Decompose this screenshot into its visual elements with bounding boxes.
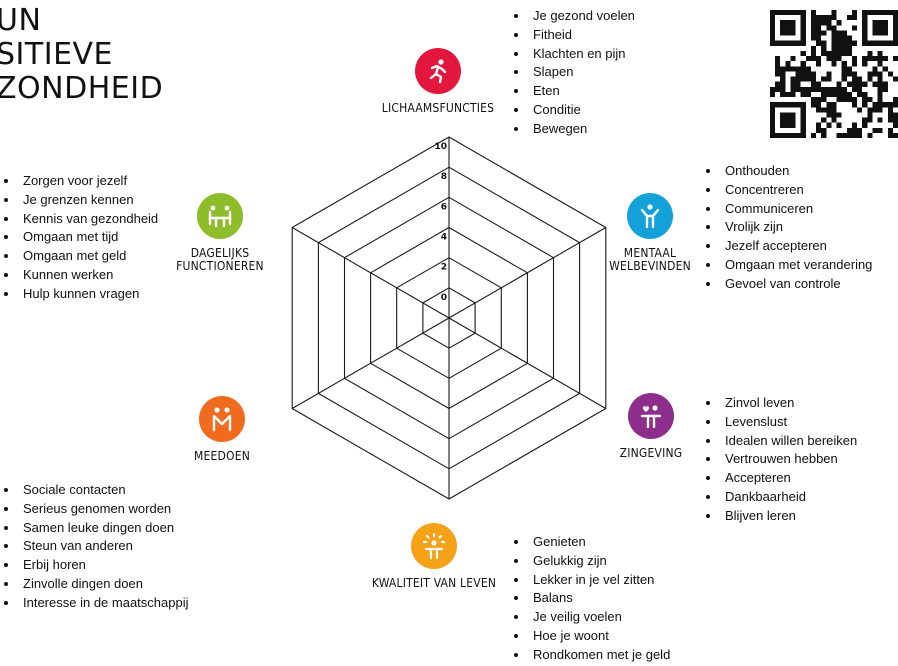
list-item: Onthouden	[702, 162, 872, 181]
list-item: Gelukkig zijn	[510, 552, 670, 571]
list-item: Slapen	[510, 63, 635, 82]
list-item: Genieten	[510, 533, 670, 552]
list-item: Fitheid	[510, 26, 635, 45]
title-line: ZONDHEID	[0, 71, 164, 106]
category-label: DAGELIJKS FUNCTIONEREN	[176, 246, 264, 273]
list-item: Gevoel van controle	[702, 275, 872, 294]
two-people-icon	[199, 396, 245, 442]
list-item: Je grenzen kennen	[0, 191, 158, 210]
list-item: Bewegen	[510, 120, 635, 139]
category-label: LICHAAMSFUNCTIES	[381, 101, 495, 115]
category-zingeving: ZINGEVING	[576, 393, 726, 460]
category-label: KWALITEIT VAN LEVEN	[371, 576, 497, 590]
category-dagelijks-functioneren: DAGELIJKS FUNCTIONEREN	[145, 193, 295, 273]
people-at-table-icon	[197, 193, 243, 239]
category-label: MENTAAL WELBEVINDEN	[609, 246, 691, 273]
list-item: Hoe je woont	[510, 627, 670, 646]
list-item: Blijven leren	[702, 507, 857, 526]
radar-spoke	[448, 227, 607, 319]
list-item: Dankbaarheid	[702, 488, 857, 507]
list-item: Zinvol leven	[702, 394, 857, 413]
person-heart-icon	[628, 393, 674, 439]
qr-code-icon[interactable]	[770, 10, 898, 138]
list-item: Vertrouwen hebben	[702, 450, 857, 469]
person-arms-up-icon	[627, 193, 673, 239]
title-line: SITIEVE	[0, 37, 113, 72]
list-item: Idealen willen bereiken	[702, 432, 857, 451]
list-item: Eten	[510, 82, 635, 101]
tick-label: 0	[441, 293, 447, 303]
list-item: Rondkomen met je geld	[510, 646, 670, 665]
list-item: Balans	[510, 589, 670, 608]
category-label: MEEDOEN	[193, 449, 251, 463]
title-line: UN	[0, 3, 42, 38]
list-item: Steun van anderen	[0, 537, 188, 556]
page-title: UN SITIEVE ZONDHEID	[0, 4, 163, 106]
category-mentaal-welbevinden: MENTAAL WELBEVINDEN	[575, 193, 725, 273]
running-person-icon	[415, 48, 461, 94]
list-item: Samen leuke dingen doen	[0, 519, 188, 538]
list-item: Vrolijk zijn	[702, 218, 872, 237]
list-item: Omgaan met geld	[0, 247, 158, 266]
list-item: Serieus genomen worden	[0, 500, 188, 519]
list-item: Communiceren	[702, 200, 872, 219]
list-item: Conditie	[510, 101, 635, 120]
person-sun-icon	[411, 523, 457, 569]
list-item: Lekker in je vel zitten	[510, 571, 670, 590]
category-label: ZINGEVING	[619, 446, 683, 460]
tick-label: 10	[434, 142, 447, 152]
list-item: Sociale contacten	[0, 481, 188, 500]
list-item: Accepteren	[702, 469, 857, 488]
list-item: Omgaan met verandering	[702, 256, 872, 275]
list-item: Kunnen werken	[0, 266, 158, 285]
list-item: Interesse in de maatschappij	[0, 594, 188, 613]
list-item: Concentreren	[702, 181, 872, 200]
list-item: Zinvolle dingen doen	[0, 575, 188, 594]
radar-spoke	[448, 317, 607, 409]
list-item: Hulp kunnen vragen	[0, 285, 158, 304]
list-item: Klachten en pijn	[510, 45, 635, 64]
list-item: Kennis van gezondheid	[0, 210, 158, 229]
list-item: Jezelf accepteren	[702, 237, 872, 256]
list-item: Je gezond voelen	[510, 7, 635, 26]
tick-label: 2	[441, 263, 447, 273]
list-item: Erbij horen	[0, 556, 188, 575]
radar-spoke	[291, 227, 450, 319]
tick-label: 6	[441, 202, 447, 212]
list-item: Omgaan met tijd	[0, 228, 158, 247]
category-meedoen: MEEDOEN	[147, 396, 297, 463]
radar-spoke	[291, 317, 450, 409]
list-item: Je veilig voelen	[510, 608, 670, 627]
tick-label: 8	[441, 172, 447, 182]
list-item: Levenslust	[702, 413, 857, 432]
category-kwaliteit-van-leven: KWALITEIT VAN LEVEN	[359, 523, 509, 590]
list-item: Zorgen voor jezelf	[0, 172, 158, 191]
tick-label: 4	[441, 233, 447, 243]
category-lichaamsfuncties: LICHAAMSFUNCTIES	[363, 48, 513, 115]
